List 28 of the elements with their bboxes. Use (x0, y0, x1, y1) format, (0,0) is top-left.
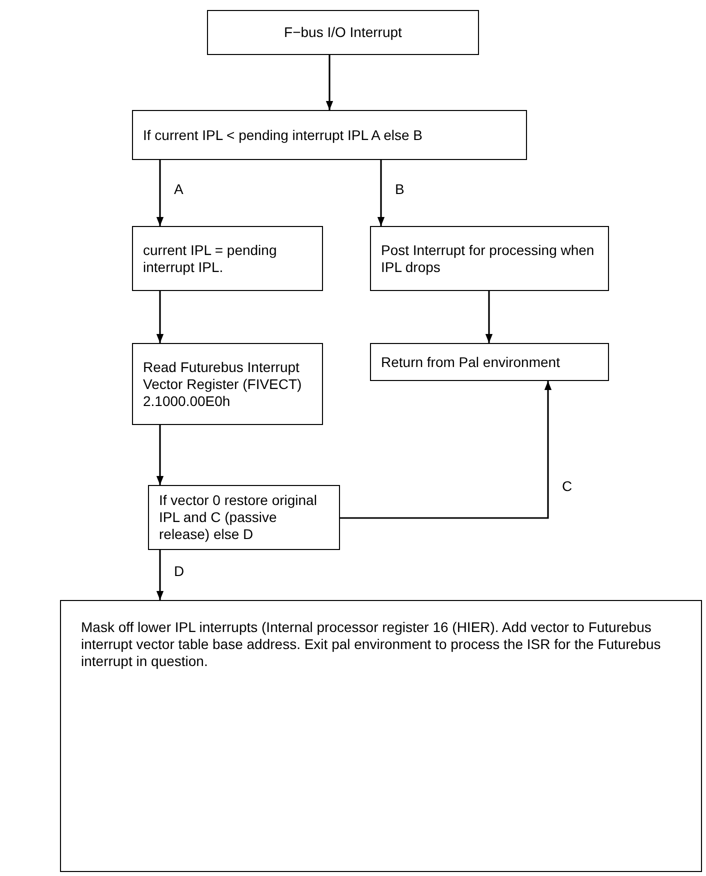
box-text: Mask off lower IPL interrupts (Internal processor register 16 (HIER). Add vector to Futurebus interrupt vector table base address. Exit pal environment to process the ISR for the Futurebus interrupt in question. (81, 619, 662, 670)
box-text: Post Interrupt for processing when IPL drops (381, 242, 596, 276)
box-text: current IPL = pending interrupt IPL. (143, 242, 278, 276)
arrow (377, 160, 385, 226)
process-box (132, 226, 323, 291)
process-box (132, 110, 527, 160)
box-text: Read Futurebus Interrupt Vector Register (FIVECT) 2.1000.00E0h (143, 358, 303, 410)
edge-label: D (172, 563, 186, 579)
edge-label: A (172, 181, 186, 197)
process-box (60, 600, 702, 872)
process-box (132, 343, 323, 425)
box-text: If current IPL < pending interrupt IPL A else B (143, 126, 423, 144)
process-box (207, 10, 479, 55)
process-box (370, 226, 609, 291)
box-text: If vector 0 restore original IPL and C (passive release) else D (159, 492, 318, 543)
process-box (370, 343, 609, 381)
arrow (340, 381, 552, 519)
arrow (156, 550, 164, 600)
arrow (485, 291, 493, 343)
arrow (156, 425, 164, 485)
edge-label: C (560, 478, 574, 494)
arrow (326, 55, 334, 110)
edge-label: B (393, 181, 406, 197)
box-text: F−bus I/O Interrupt (284, 24, 402, 41)
arrow (156, 160, 164, 226)
process-box (148, 485, 340, 550)
arrow (156, 291, 164, 343)
box-text: Return from Pal environment (381, 354, 560, 370)
